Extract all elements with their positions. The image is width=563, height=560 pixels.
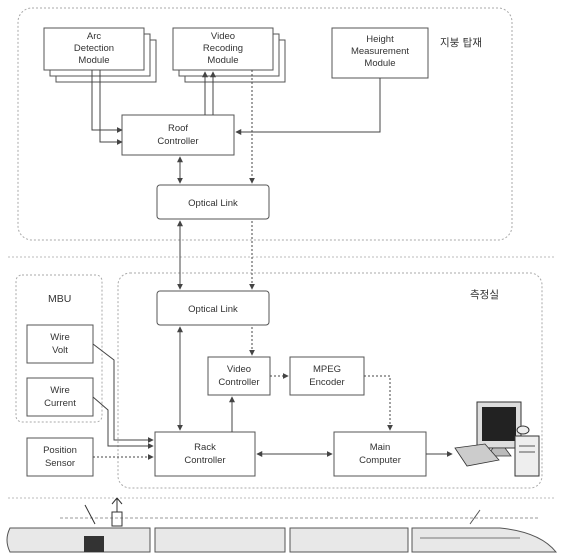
svg-text:Recoding: Recoding bbox=[203, 43, 243, 54]
svg-text:Roof: Roof bbox=[168, 123, 188, 134]
svg-text:Rack: Rack bbox=[194, 442, 216, 453]
svg-text:Video: Video bbox=[227, 364, 251, 375]
computer-workstation-icon bbox=[454, 401, 540, 477]
main-computer: Main Computer bbox=[333, 431, 427, 477]
svg-text:Module: Module bbox=[364, 58, 395, 69]
svg-text:Controller: Controller bbox=[184, 455, 225, 466]
svg-text:Position: Position bbox=[43, 445, 77, 456]
optical-link-top: Optical Link bbox=[156, 184, 270, 220]
rack-controller: Rack Controller bbox=[154, 431, 256, 477]
video-recoding-module: Video Recoding Module bbox=[172, 27, 274, 71]
svg-text:Arc: Arc bbox=[87, 31, 102, 42]
svg-text:Encoder: Encoder bbox=[309, 377, 344, 388]
svg-text:Volt: Volt bbox=[52, 345, 68, 356]
measurement-room-region bbox=[117, 272, 543, 489]
svg-text:Optical Link: Optical Link bbox=[188, 198, 238, 209]
video-controller: Video Controller bbox=[207, 356, 271, 396]
roof-region bbox=[17, 7, 513, 241]
svg-text:Sensor: Sensor bbox=[45, 458, 75, 469]
svg-text:Current: Current bbox=[44, 398, 76, 409]
position-sensor: Position Sensor bbox=[26, 437, 94, 477]
svg-text:Measurement: Measurement bbox=[351, 46, 409, 57]
roof-controller: Roof Controller bbox=[121, 114, 235, 156]
wire-current-sensor: Wire Current bbox=[26, 377, 94, 417]
svg-text:Controller: Controller bbox=[218, 377, 259, 388]
train-icon bbox=[6, 497, 558, 553]
svg-text:Module: Module bbox=[78, 55, 109, 66]
svg-text:Computer: Computer bbox=[359, 455, 401, 466]
mpeg-encoder: MPEG Encoder bbox=[289, 356, 365, 396]
svg-text:Main: Main bbox=[370, 442, 391, 453]
mbu-label: MBU bbox=[48, 293, 71, 305]
svg-text:Controller: Controller bbox=[157, 136, 198, 147]
svg-text:Wire: Wire bbox=[50, 332, 70, 343]
svg-text:Video: Video bbox=[211, 31, 235, 42]
arc-detection-module: Arc Detection Module bbox=[43, 27, 145, 71]
room-region-label: 측정실 bbox=[470, 289, 499, 301]
svg-text:Detection: Detection bbox=[74, 43, 114, 54]
svg-text:Optical Link: Optical Link bbox=[188, 304, 238, 315]
svg-text:Height: Height bbox=[366, 34, 394, 45]
height-measurement-module: Height Measurement Module bbox=[331, 27, 429, 79]
svg-text:Module: Module bbox=[207, 55, 238, 66]
wire-volt-sensor: Wire Volt bbox=[26, 324, 94, 364]
connectors bbox=[91, 70, 453, 460]
optical-link-bottom: Optical Link bbox=[156, 290, 270, 326]
svg-text:Wire: Wire bbox=[50, 385, 70, 396]
svg-text:MPEG: MPEG bbox=[313, 364, 341, 375]
roof-region-label: 지붕 탑재 bbox=[440, 37, 482, 49]
mbu-region bbox=[15, 274, 103, 423]
